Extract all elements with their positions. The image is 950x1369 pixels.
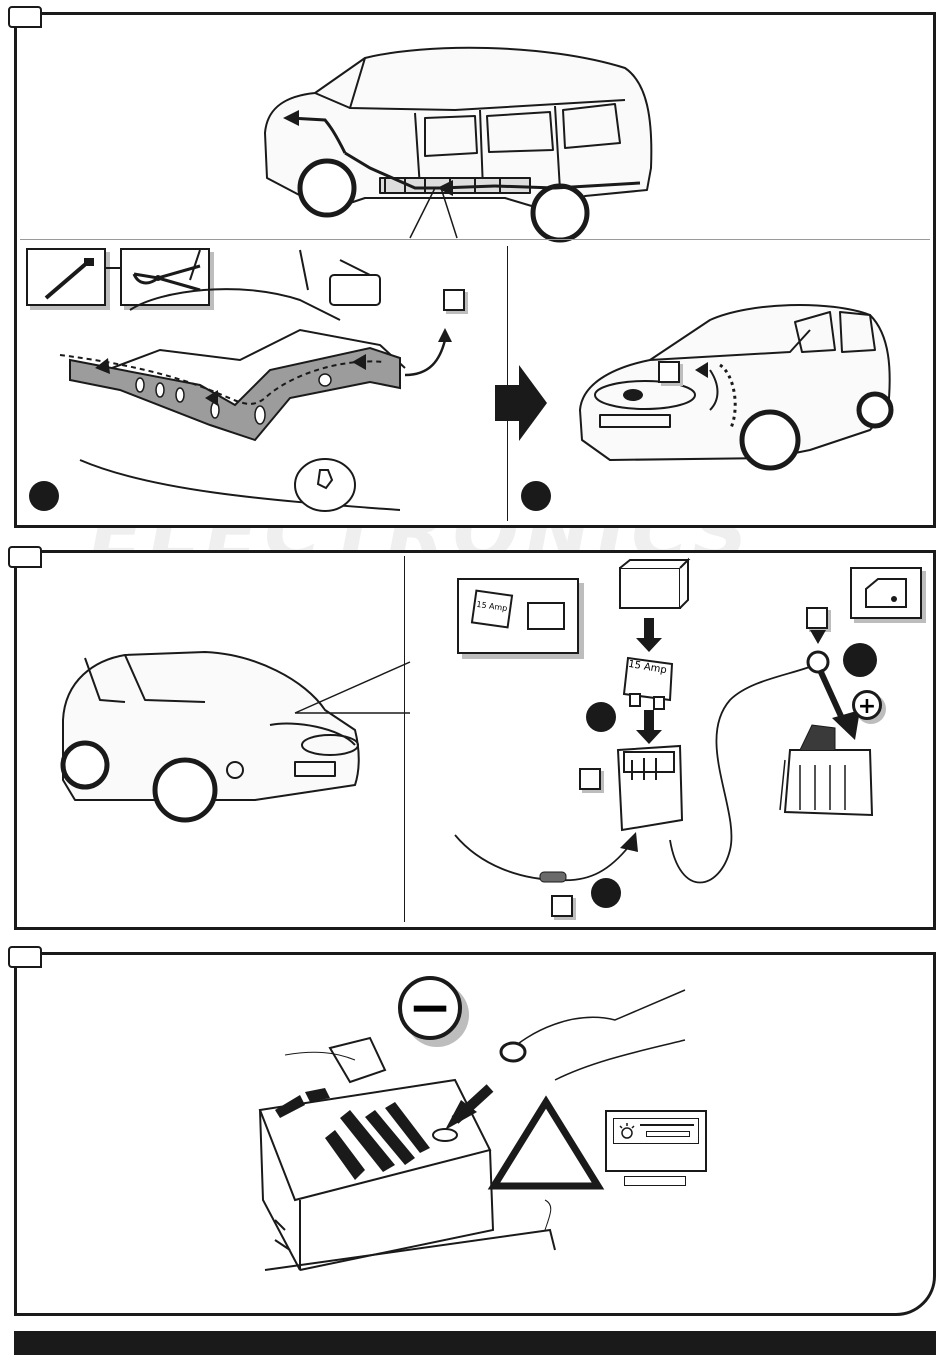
door-reference-box: [850, 567, 922, 619]
reference-box-c-down-arrow: [810, 630, 826, 646]
radio-dial-icon: [617, 1122, 637, 1140]
negative-symbol: −: [408, 978, 452, 1038]
radio-display: [613, 1118, 699, 1144]
warning-triangle-icon: [490, 1098, 602, 1190]
radio-reset-base: [624, 1176, 686, 1186]
car-overview-illustration: [255, 38, 655, 233]
panel-2-tab: [8, 546, 42, 568]
panel-1-reference-box-b: [658, 361, 680, 383]
battery-negative-badge: −: [398, 976, 462, 1040]
panel-1-step-marker-b: [521, 481, 551, 511]
car-front-quarter-illustration: [570, 290, 900, 480]
panel-2-wiring-illustration: [440, 600, 920, 900]
panel-1-tab: [8, 6, 42, 28]
panel-3-tab: [8, 946, 42, 968]
next-step-arrow: [495, 365, 547, 441]
panel-1-reference-box-a: [443, 289, 465, 311]
car-door-icon: [860, 575, 916, 615]
underbody-cable-routing-illustration: [40, 250, 480, 520]
positive-symbol: +: [858, 694, 876, 719]
panel-2-reference-box-c: [806, 607, 828, 629]
car-engine-bay-location-illustration: [55, 640, 425, 830]
radio-display-bar: [646, 1131, 690, 1137]
panel-1-divider-horizontal: [20, 239, 930, 240]
panel-2-step-marker-c: [843, 643, 877, 677]
battery-positive-badge: +: [852, 690, 882, 720]
panel-1-step-marker-a: [29, 481, 59, 511]
radio-reset-panel: [605, 1110, 707, 1172]
footer-bar: [14, 1331, 936, 1355]
radio-display-line: [640, 1124, 694, 1126]
